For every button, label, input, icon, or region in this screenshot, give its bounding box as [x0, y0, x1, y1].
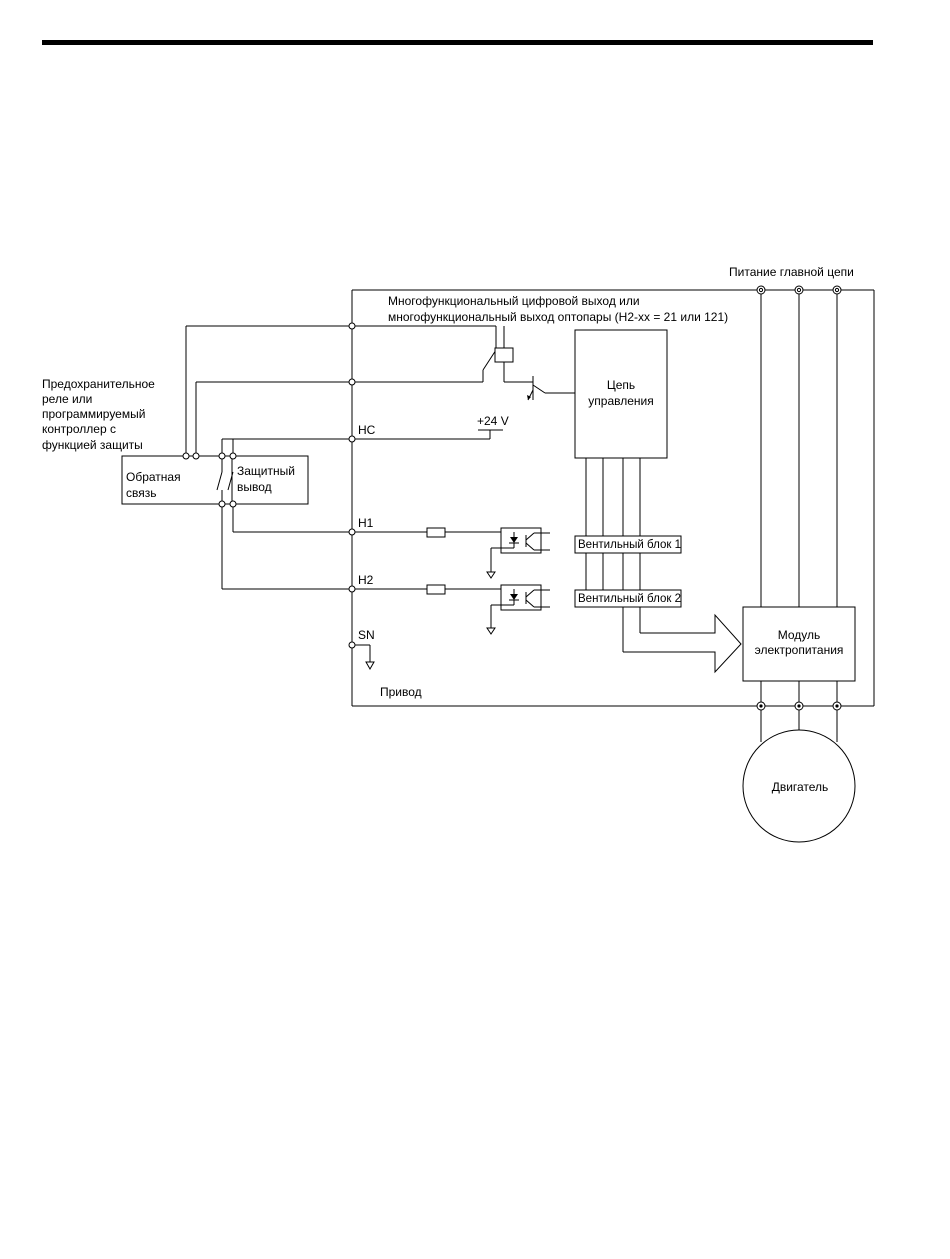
h1-resistor	[426, 527, 446, 538]
feedback-label-line2: связь	[126, 486, 157, 500]
mfdo-relay-wiring	[185, 325, 575, 456]
motor-circle	[742, 729, 856, 843]
h1-wiring	[232, 504, 550, 579]
safety-relay-label-line5: функцией защиты	[42, 438, 143, 452]
power-module-box	[742, 606, 856, 682]
mfdo-label-line1: Многофункциональный цифровой выход или	[388, 294, 640, 308]
safety-relay-label-line2: реле или	[42, 392, 92, 406]
gate-block-2-box	[574, 589, 682, 608]
optocoupler-2	[500, 584, 542, 611]
header-rule	[42, 40, 873, 45]
drive-outline	[351, 289, 875, 707]
gate-block-2-label: Вентильный блок 2	[578, 593, 681, 605]
relay-coil	[494, 347, 514, 363]
h2-wiring	[221, 504, 550, 635]
drive-label: Привод	[380, 685, 422, 699]
safety-output-label-line1: Защитный	[237, 464, 295, 478]
optocoupler-1	[500, 527, 542, 554]
terminal-hc-label: HC	[358, 423, 376, 437]
terminal-h2-label: H2	[358, 573, 374, 587]
motor-lines	[756, 681, 842, 742]
sn-wiring	[352, 644, 375, 671]
safety-output-contact	[227, 471, 234, 491]
control-circuit-box	[574, 329, 668, 459]
mfdo-label-line2: многофункциональный выход оптопары (H2-x…	[388, 310, 728, 324]
gate-to-power-arrow	[623, 613, 742, 674]
motor-label: Двигатель	[772, 780, 829, 794]
control-circuit-label-line2: управления	[588, 394, 653, 408]
main-power-label: Питание главной цепи	[729, 265, 854, 279]
safety-controller-box	[121, 455, 309, 505]
control-to-gate-lines	[585, 458, 641, 652]
safety-relay-label-line1: Предохранительное	[42, 377, 155, 391]
safety-relay-label-line3: программируемый	[42, 407, 145, 421]
safety-output-label-line2: вывод	[237, 480, 272, 494]
gate-block-1-label: Вентильный блок 1	[578, 539, 681, 551]
main-power-lines	[756, 285, 842, 607]
terminal-h1-label: H1	[358, 516, 374, 530]
feedback-label-line1: Обратная	[126, 470, 181, 484]
safety-relay-label-line4: контроллер с	[42, 422, 116, 436]
gate-block-1-box	[574, 535, 682, 554]
supply-24v-label: +24 V	[477, 414, 509, 428]
terminal-sn-label: SN	[358, 628, 375, 642]
h2-resistor	[426, 584, 446, 595]
power-module-label-line2: электропитания	[755, 643, 844, 657]
power-module-label-line1: Модуль	[778, 628, 821, 642]
control-circuit-label-line1: Цепь	[607, 378, 635, 392]
junction-dots	[182, 322, 356, 649]
